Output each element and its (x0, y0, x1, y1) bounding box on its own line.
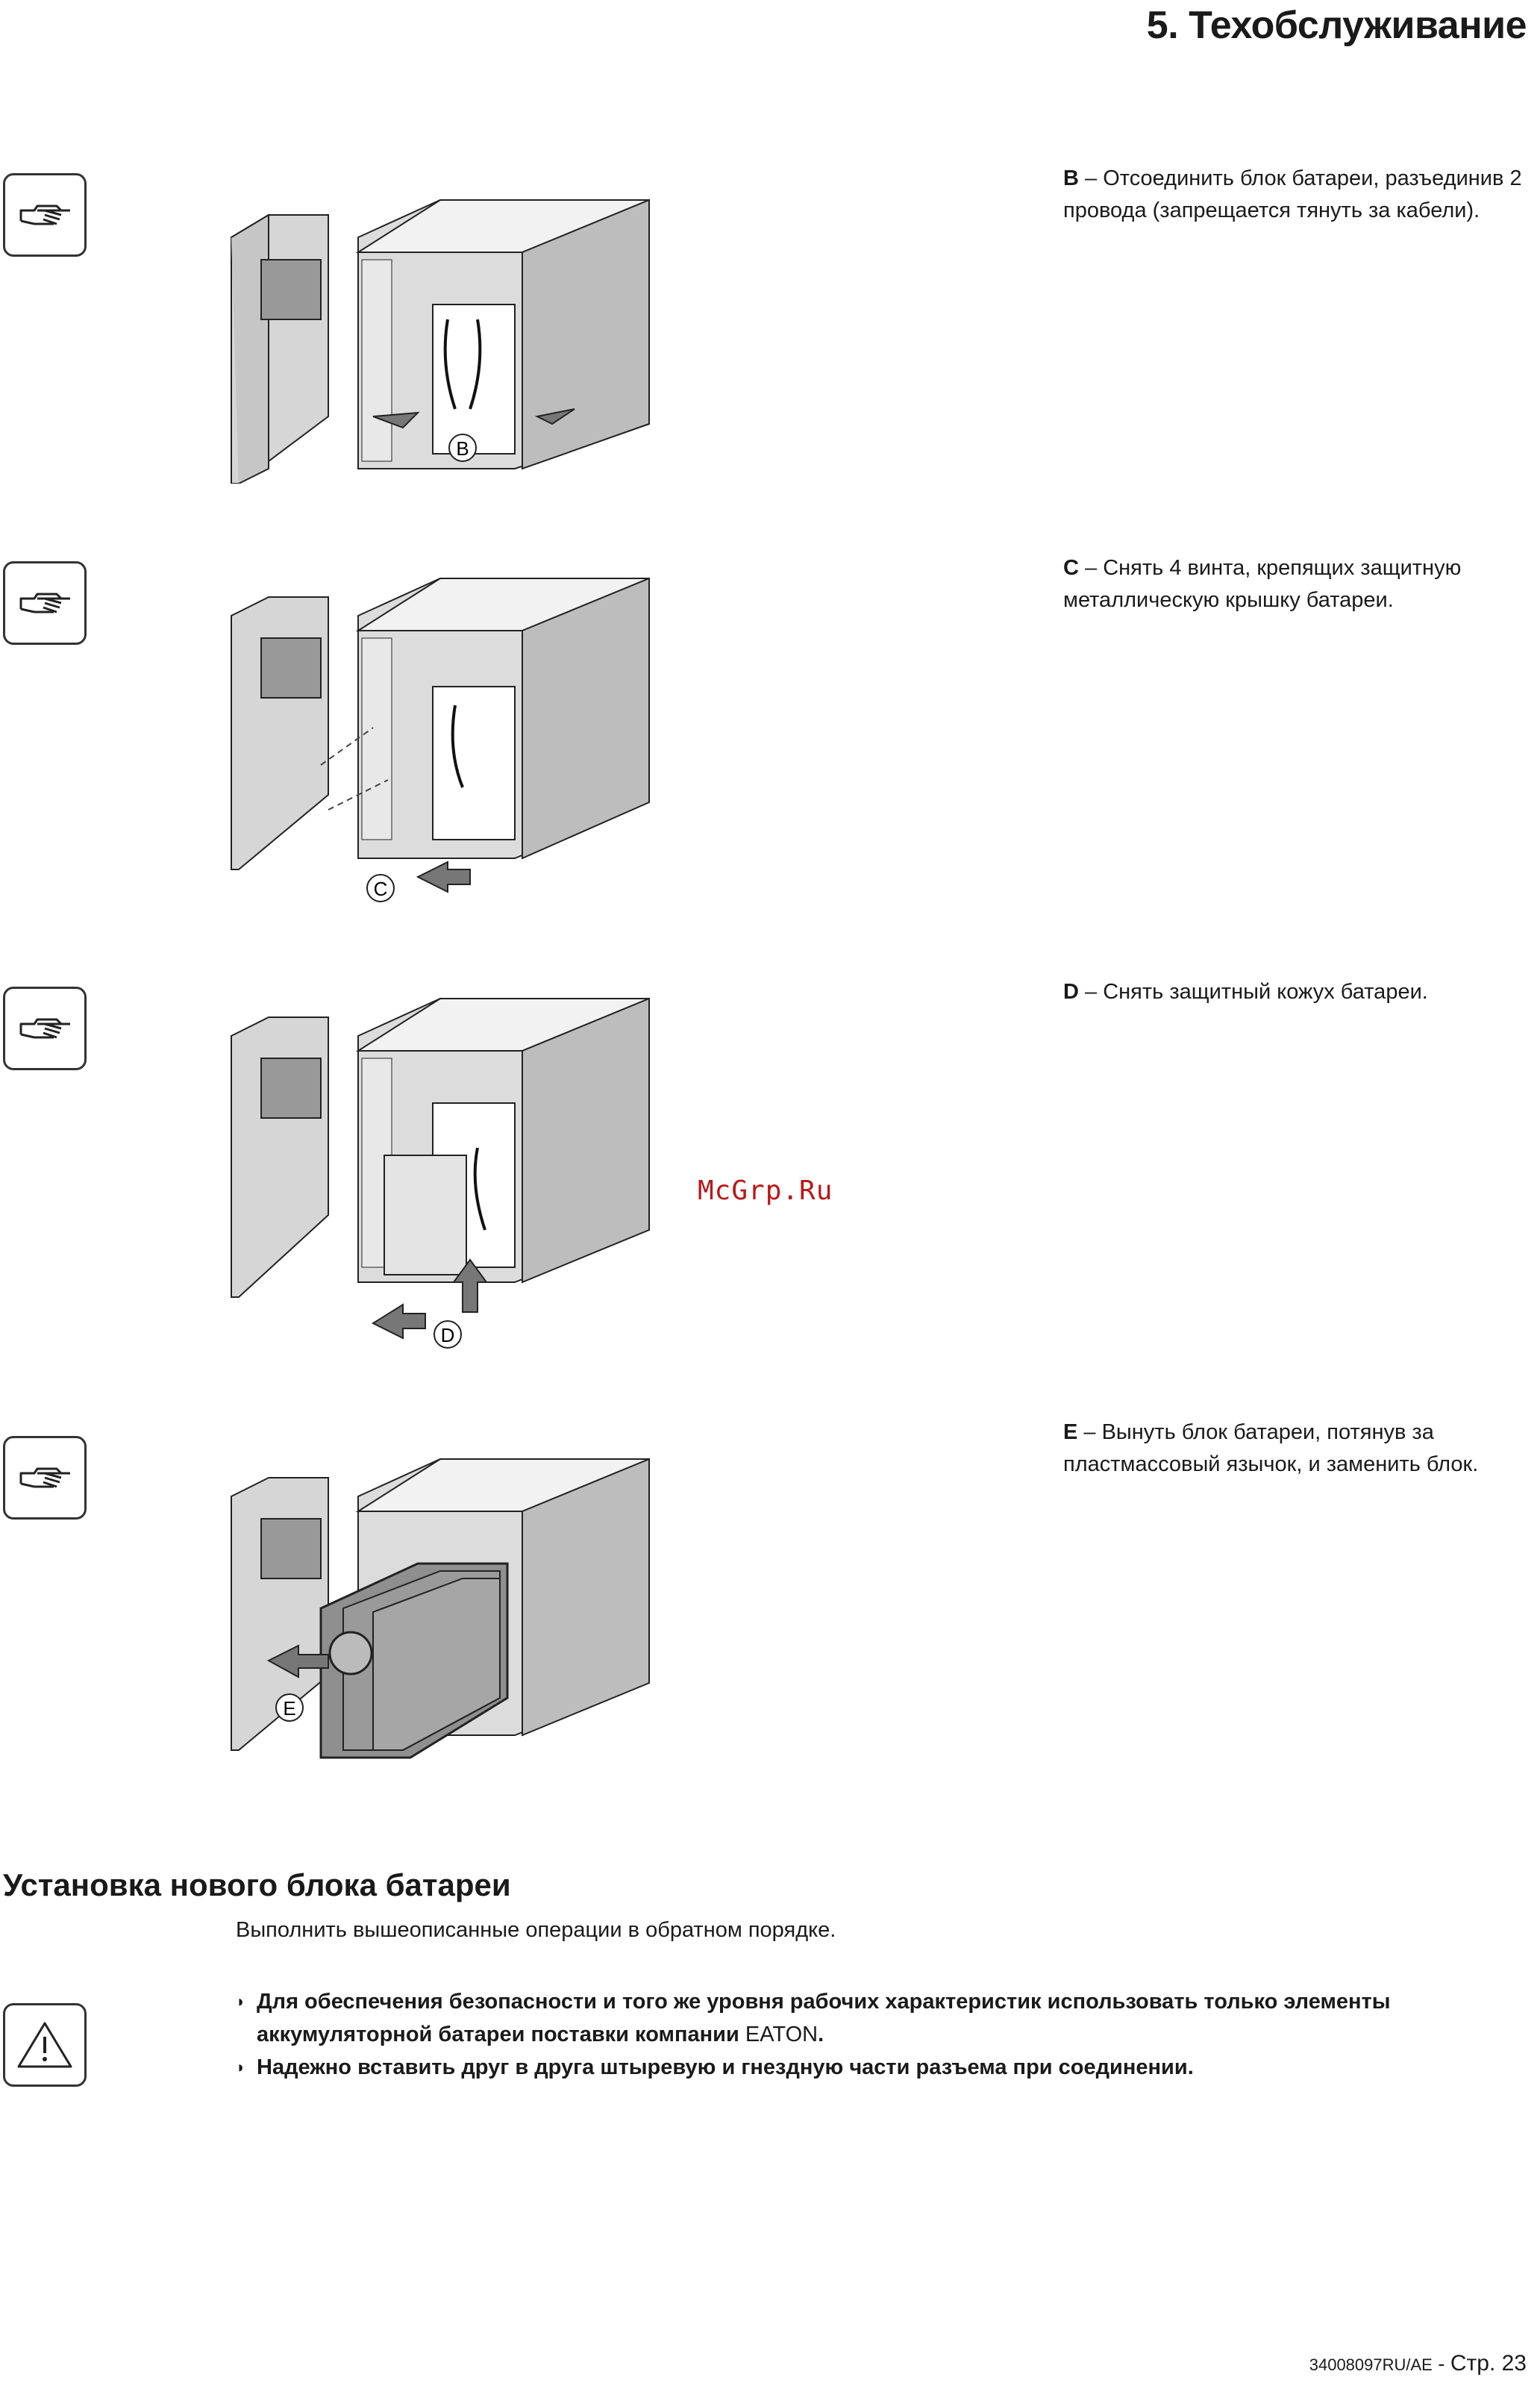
step-b-letter: B (1063, 166, 1079, 190)
svg-text:E: E (283, 1697, 295, 1720)
figure-step-e: E (224, 1429, 672, 1780)
step-c-letter: C (1063, 556, 1079, 580)
page-footer: 34008097RU/AE - Стр. 23 (1309, 2351, 1527, 2376)
page-number: Стр. 23 (1450, 2351, 1527, 2376)
step-b-description: Отсоединить блок батареи, разъединив 2 п… (1063, 166, 1522, 222)
section-intro: Выполнить вышеописанные операции в обрат… (236, 1918, 836, 1942)
svg-text:D: D (441, 1324, 455, 1346)
step-e-text: E – Вынуть блок батареи, потянув за плас… (1063, 1420, 1479, 1476)
svg-text:B: B (456, 437, 469, 460)
note-item: ◗Надежно вставить друг в друга штыревую … (236, 2051, 1527, 2084)
bullet-icon: ◗ (236, 2058, 246, 2076)
hand-pointing-icon (3, 173, 87, 257)
step-e-letter: E (1063, 1420, 1078, 1444)
step-d-text: D – Снять защитный кожух батареи. (1063, 980, 1428, 1004)
step-c-description: Снять 4 винта, крепящих защитную металли… (1063, 556, 1462, 612)
hand-pointing-icon (3, 561, 87, 645)
document-code: 34008097RU/AE (1309, 2355, 1433, 2374)
figure-step-c: C (224, 563, 672, 922)
svg-text:C: C (374, 878, 388, 900)
step-d-letter: D (1063, 980, 1079, 1004)
step-c-text: C – Снять 4 винта, крепящих защитную мет… (1063, 556, 1462, 612)
page-title: 5. Техобслуживание (1146, 4, 1527, 47)
section-title: Установка нового блока батареи (3, 1867, 511, 1902)
figure-step-b: B (224, 170, 672, 484)
notes-list: ◗Для обеспечения безопасности и того же … (236, 1985, 1527, 2084)
step-b-text: B – Отсоединить блок батареи, разъединив… (1063, 166, 1522, 222)
warning-triangle-icon (3, 2003, 87, 2087)
step-d-description: Снять защитный кожух батареи. (1103, 980, 1428, 1004)
step-e-description: Вынуть блок батареи, потянув за пластмас… (1063, 1420, 1479, 1476)
figure-step-d: D (224, 984, 672, 1349)
bullet-icon: ◗ (236, 1992, 246, 2011)
hand-pointing-icon (3, 987, 87, 1070)
note-item: ◗Для обеспечения безопасности и того же … (236, 1985, 1527, 2051)
watermark: McGrp.Ru (698, 1175, 833, 1206)
hand-pointing-icon (3, 1436, 87, 1520)
